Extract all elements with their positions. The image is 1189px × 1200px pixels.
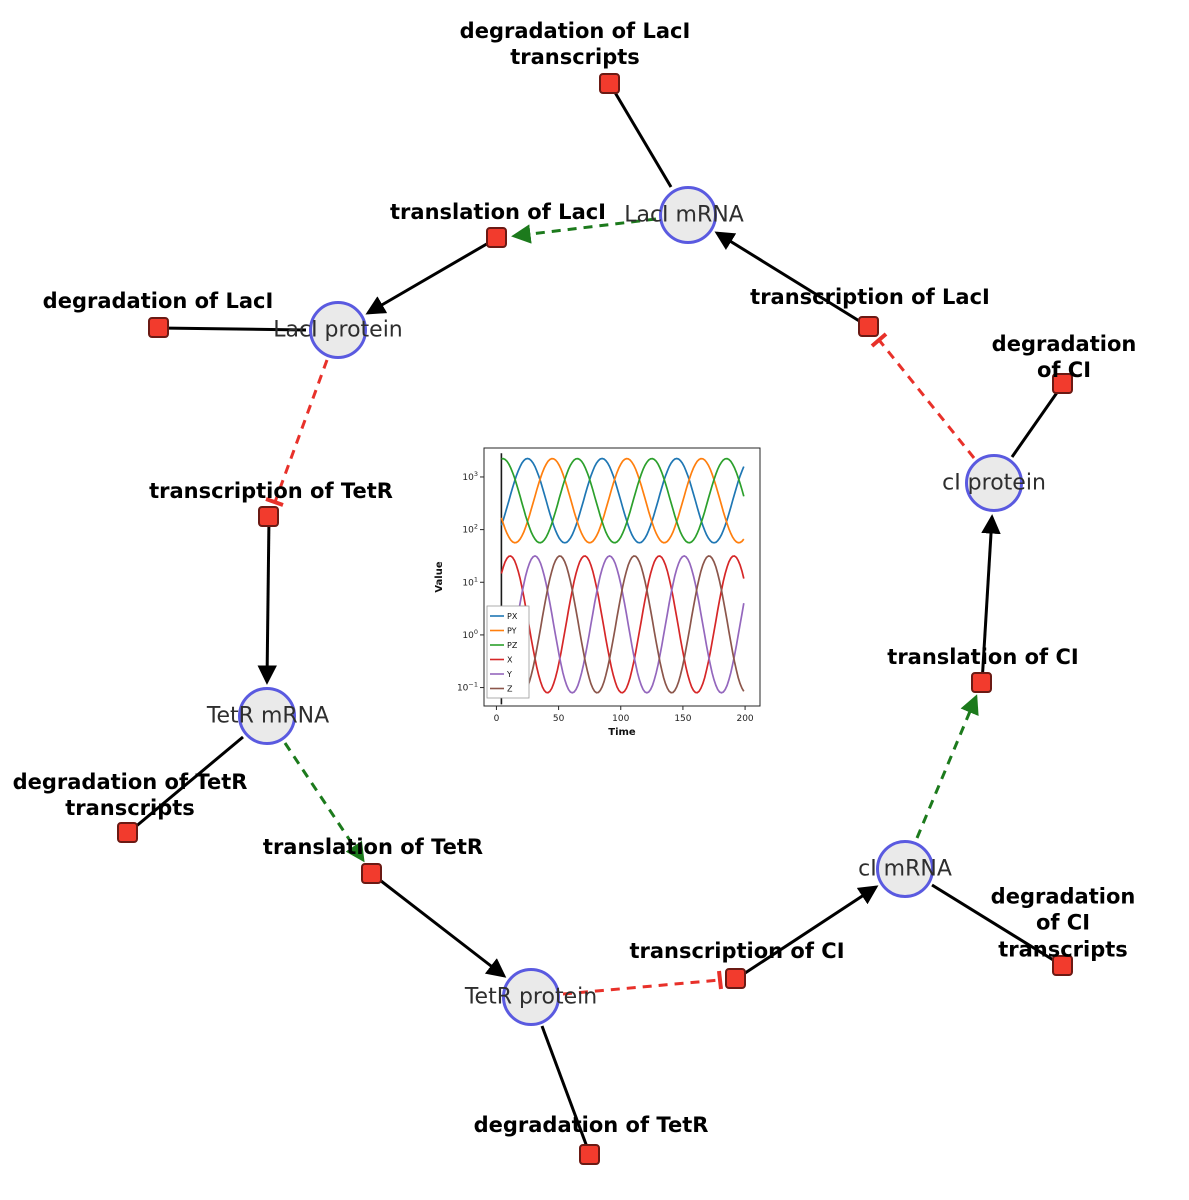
y-tick-label: 100: [462, 628, 478, 641]
tbar-laci-protein-inhibition: [265, 497, 284, 507]
legend-label-PY: PY: [507, 627, 517, 636]
edge-translation-laci-to-laci-protein: [365, 236, 498, 315]
edge-laci-protein-to-degradation: [158, 326, 307, 332]
reaction-label-transcription-tetr: transcription of TetR: [149, 478, 393, 503]
chart-series-PZ: [501, 457, 745, 544]
y-tick-label: 10−1: [457, 681, 478, 694]
node-laci-mrna[interactable]: [659, 186, 717, 244]
x-tick-label: 0: [494, 714, 500, 724]
legend-label-PX: PX: [507, 612, 518, 621]
x-axis-label: Time: [608, 727, 636, 738]
x-tick-label: 50: [553, 714, 565, 724]
reaction-label-degradation-laci: degradation of LacI: [42, 288, 274, 313]
reaction-label-transcription-ci: transcription of CI: [629, 938, 845, 963]
chart-series-PY: [500, 457, 745, 544]
node-label-tetr-protein: TetR protein: [464, 984, 598, 1010]
reaction-label-degradation-ci: degradation of CI: [991, 331, 1137, 382]
edge-ci-mrna-to-degradation-transcripts: [931, 883, 1064, 968]
reaction-degradation-laci-transcripts[interactable]: [599, 73, 620, 94]
tbar-ci-protein-inhibition: [870, 332, 888, 348]
y-tick-label: 101: [462, 575, 478, 588]
edge-laci-mrna-to-degradation-transcripts: [608, 83, 673, 188]
y-axis-label: Value: [434, 561, 445, 592]
reaction-degradation-laci[interactable]: [148, 317, 169, 338]
node-laci-protein[interactable]: [309, 301, 367, 359]
chart-series-Z: [500, 555, 745, 694]
reaction-degradation-tetr[interactable]: [579, 1144, 600, 1165]
x-tick-label: 150: [674, 714, 691, 724]
edge-translation-tetr-to-tetr-protein: [371, 872, 507, 978]
node-ci-protein[interactable]: [965, 454, 1023, 512]
reaction-label-transcription-laci: transcription of LacI: [750, 284, 990, 309]
edge-ci-protein-inhibits-transcription-laci: [877, 339, 976, 459]
edge-translation-ci-to-ci-protein: [980, 514, 1001, 684]
edge-tetr-mrna-modifies-translation-tetr: [283, 742, 365, 863]
node-label-laci-protein: LacI protein: [273, 317, 403, 343]
chart-series-Y: [500, 554, 745, 694]
reaction-translation-tetr[interactable]: [361, 863, 382, 884]
reaction-label-translation-laci: translation of LacI: [390, 199, 606, 224]
node-label-ci-protein: cI protein: [942, 470, 1046, 496]
reaction-label-degradation-ci-transcripts: degradation of CI transcripts: [990, 884, 1136, 962]
edge-ci-mrna-modifies-translation-ci: [915, 694, 979, 839]
edge-tetr-protein-inhibits-transcription-ci: [562, 978, 721, 996]
reaction-transcription-ci[interactable]: [725, 968, 746, 989]
node-tetr-mrna[interactable]: [238, 687, 296, 745]
legend-label-PZ: PZ: [507, 641, 518, 650]
chart-plot-box: [483, 447, 761, 707]
chart-series-X: [500, 555, 745, 694]
legend-label-Y: Y: [506, 670, 512, 679]
reaction-degradation-ci-transcripts[interactable]: [1052, 955, 1073, 976]
y-tick-label: 103: [462, 470, 478, 483]
edge-transcription-tetr-to-tetr-mrna: [257, 516, 277, 685]
reaction-label-translation-tetr: translation of TetR: [262, 834, 484, 859]
edge-transcription-ci-to-ci-mrna: [735, 885, 879, 981]
reaction-translation-ci[interactable]: [971, 672, 992, 693]
reaction-degradation-tetr-transcripts[interactable]: [117, 822, 138, 843]
node-ci-mrna[interactable]: [876, 840, 934, 898]
legend-label-Z: Z: [507, 685, 513, 694]
legend-label-X: X: [507, 656, 513, 665]
x-tick-label: 200: [736, 714, 753, 724]
x-tick-label: 100: [612, 714, 629, 724]
reaction-transcription-laci[interactable]: [858, 316, 879, 337]
edge-transcription-laci-to-laci-mrna: [714, 231, 870, 329]
edge-tetr-mrna-to-degradation-transcripts: [127, 735, 244, 835]
reaction-transcription-tetr[interactable]: [258, 506, 279, 527]
edge-laci-mrna-modifies-translation-laci: [511, 217, 657, 244]
reaction-label-translation-ci: translation of CI: [887, 644, 1079, 669]
node-label-tetr-mrna: TetR mRNA: [206, 703, 330, 729]
reaction-label-degradation-laci-transcripts: degradation of LacI transcripts: [459, 18, 691, 69]
reaction-label-degradation-tetr: degradation of TetR: [473, 1112, 709, 1137]
node-label-ci-mrna: cI mRNA: [858, 856, 952, 882]
reaction-label-degradation-tetr-transcripts: degradation of TetR transcripts: [12, 769, 248, 820]
edge-tetr-protein-to-degradation: [540, 1025, 592, 1156]
chart-legend-box: [486, 605, 530, 699]
node-tetr-protein[interactable]: [502, 968, 560, 1026]
tbar-tetr-protein-inhibition: [717, 970, 723, 990]
edge-ci-protein-to-degradation: [1010, 383, 1065, 458]
reaction-degradation-ci[interactable]: [1052, 373, 1073, 394]
reaction-translation-laci[interactable]: [486, 227, 507, 248]
node-label-laci-mrna: LacI mRNA: [624, 202, 744, 228]
y-tick-label: 102: [462, 523, 478, 536]
chart-series-PX: [500, 457, 745, 544]
